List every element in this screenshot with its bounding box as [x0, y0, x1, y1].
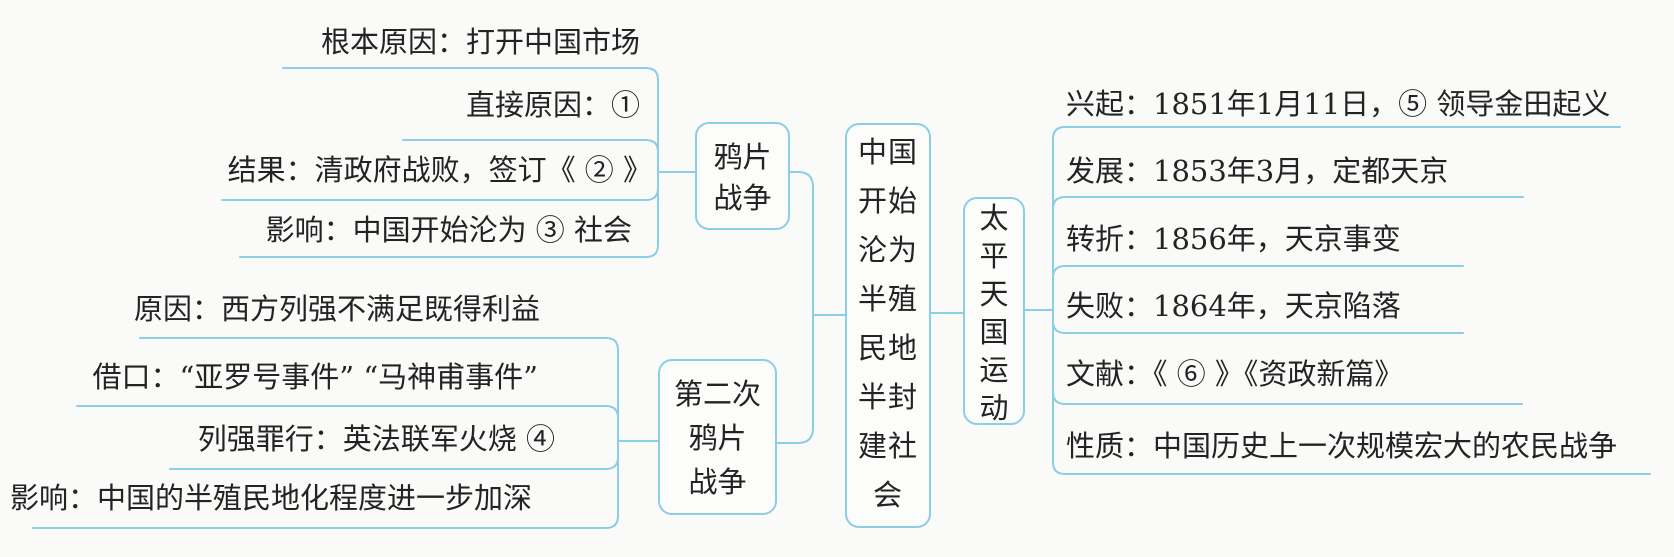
leaf-turning-point: 转折：1856年，天京事变 — [1066, 222, 1401, 256]
branch3-rail — [1052, 126, 1066, 475]
leaf-result: 结果：清政府战败，签订《 ② 》 — [227, 153, 652, 187]
central-topic-label: 中国开始沦为半殖民地半封建社会 — [857, 135, 918, 512]
branch1-underline-3 — [221, 187, 659, 201]
leaf-root-cause: 根本原因：打开中国市场 — [320, 25, 640, 59]
central-topic-node: 中国开始沦为半殖民地半封建社会 — [845, 123, 931, 528]
branch-node-opium-war-line1: 鸦片 — [713, 140, 772, 174]
leaf-failure: 失败：1864年，天京陷落 — [1066, 289, 1401, 323]
branch3-underline-3 — [1052, 265, 1464, 279]
branch1-rail — [645, 67, 659, 258]
leaf-pretext: 借口：“亚罗号事件” “马神甫事件” — [92, 360, 538, 394]
branch-node-taiping-rebellion: 太平天国运动 — [963, 197, 1025, 425]
branch3-underline-5 — [1052, 391, 1523, 405]
leaf-rise: 兴起：1851年1月11日，⑤ 领导金田起义 — [1066, 87, 1611, 121]
branch2-underline-2 — [76, 405, 619, 419]
leaf-direct-cause: 直接原因：① — [465, 88, 640, 122]
leaf-development: 发展：1853年3月，定都天京 — [1066, 154, 1449, 188]
branch1-underline-2 — [402, 139, 659, 153]
leaf-impact-opium2: 影响：中国的半殖民地化程度进一步加深 — [9, 481, 532, 515]
branch2-rail — [605, 337, 619, 529]
branch-node-opium-war-line2: 战争 — [713, 181, 772, 215]
left-spine — [776, 171, 814, 444]
branch-node-opium-war: 鸦片 战争 — [695, 122, 790, 230]
leaf-cause-opium2: 原因：西方列强不满足既得利益 — [133, 292, 540, 326]
branch-node-second-opium-war-line3: 战争 — [688, 465, 747, 499]
leaf-crimes: 列强罪行：英法联军火烧 ④ — [197, 422, 555, 456]
branch-node-second-opium-war: 第二次 鸦片 战争 — [658, 359, 777, 515]
branch3-underline-2 — [1052, 196, 1524, 210]
branch-node-taiping-label: 太平天国运动 — [979, 201, 1009, 425]
branch-node-second-opium-war-line2: 鸦片 — [688, 421, 747, 455]
branch-node-second-opium-war-line1: 第二次 — [673, 377, 761, 411]
branch2-underline-3 — [169, 456, 619, 470]
leaf-nature: 性质：中国历史上一次规模宏大的农民战争 — [1066, 429, 1618, 463]
branch3-underline-4 — [1052, 320, 1464, 334]
leaf-impact-opium1: 影响：中国开始沦为 ③ 社会 — [265, 213, 632, 247]
leaf-documents: 文献：《 ⑥ 》《资政新篇》 — [1066, 357, 1404, 391]
